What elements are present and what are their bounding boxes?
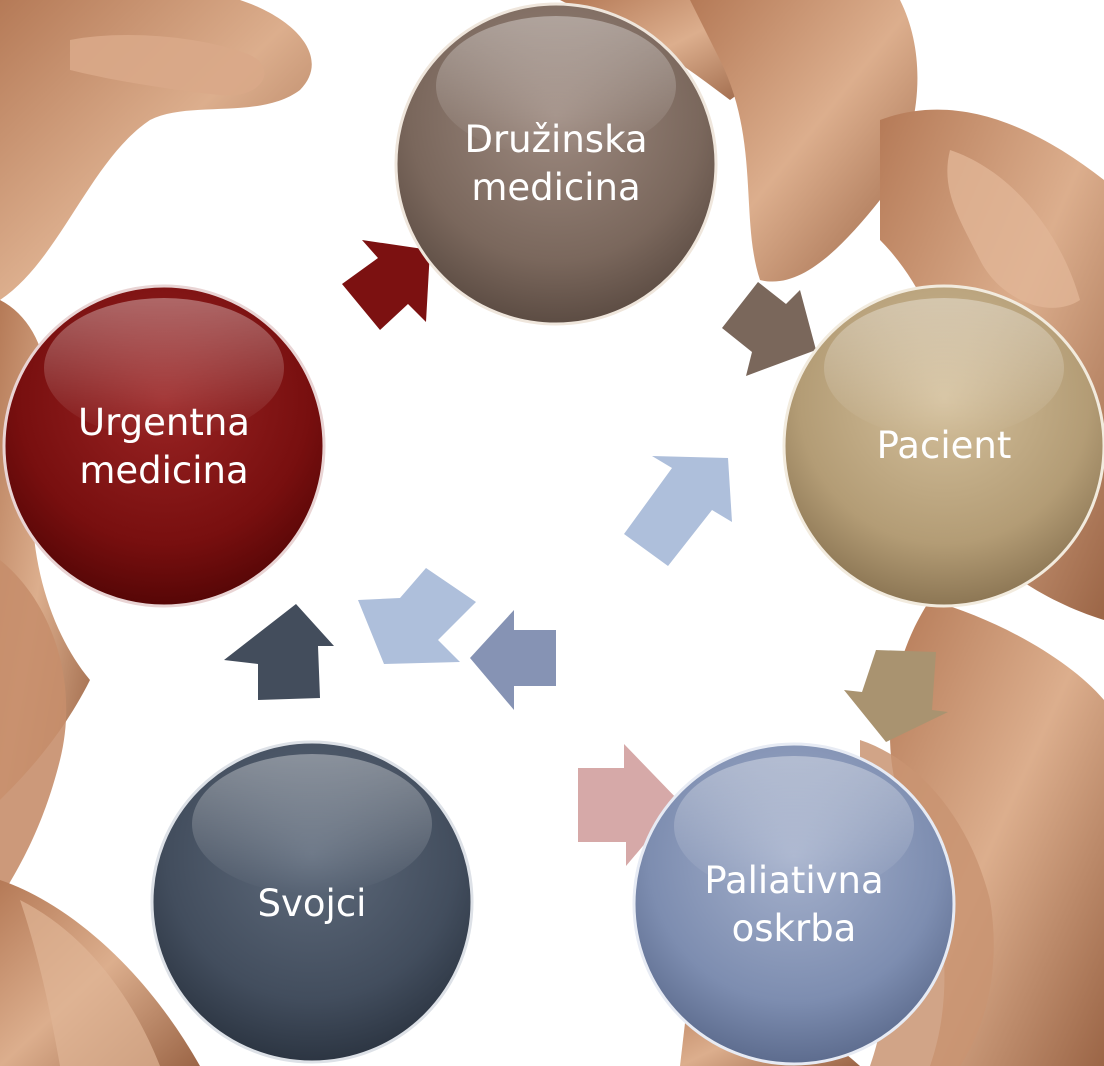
arrow-paliativna-to-svojci xyxy=(470,610,556,710)
node-label-line: medicina xyxy=(471,166,640,209)
arrow-svojci-to-urgentna xyxy=(224,604,334,700)
inner-arrow-down-left xyxy=(358,568,476,664)
node-paliativna-oskrba: Paliativna oskrba xyxy=(632,742,956,1066)
node-label-line: medicina xyxy=(79,449,248,492)
node-urgentna-medicina: Urgentna medicina xyxy=(2,284,326,608)
node-label-line: oskrba xyxy=(732,907,857,950)
arrow-druzinska-to-pacient xyxy=(722,282,816,376)
inner-arrows xyxy=(358,456,732,664)
node-druzinska-medicina: Družinska medicina xyxy=(394,2,718,326)
node-label-line: Pacient xyxy=(877,424,1012,467)
arrow-urgentna-to-druzinska xyxy=(342,240,430,330)
node-svojci: Svojci xyxy=(150,740,474,1064)
node-label-line: Urgentna xyxy=(78,401,250,444)
node-label-line: Družinska xyxy=(464,118,647,161)
node-pacient: Pacient xyxy=(782,284,1104,608)
node-label-line: Svojci xyxy=(258,882,367,925)
node-label-line: Paliativna xyxy=(704,859,883,902)
arrow-pink xyxy=(578,744,680,866)
connector-arrows xyxy=(224,240,948,866)
inner-arrow-up-right xyxy=(624,456,732,566)
arrow-pacient-to-paliativna xyxy=(844,650,948,742)
